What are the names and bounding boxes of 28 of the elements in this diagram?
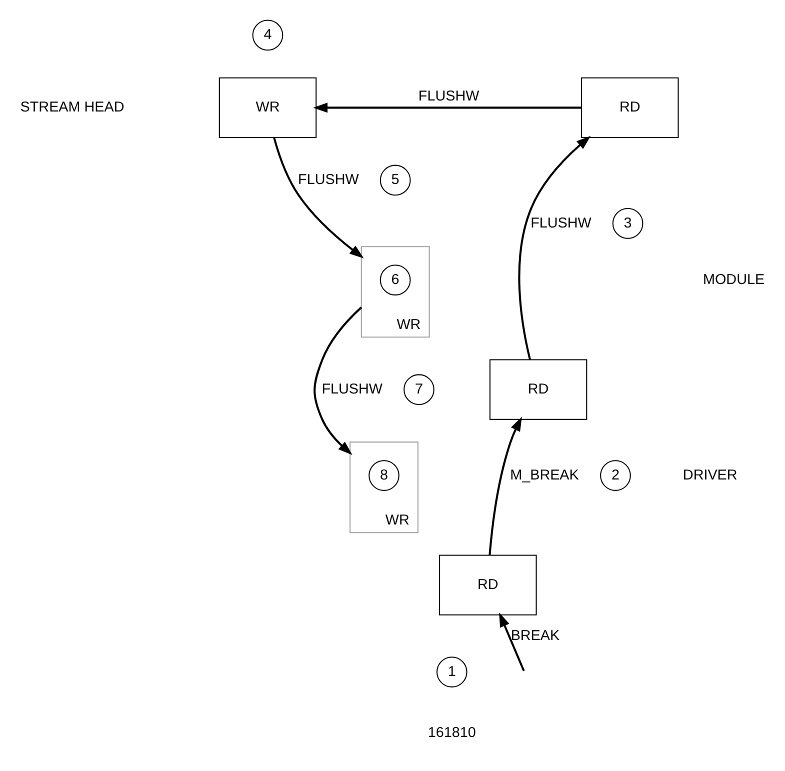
arrow	[498, 612, 524, 671]
edge-label: M_BREAK	[510, 466, 578, 483]
arrow	[312, 102, 581, 112]
node-box: RD	[438, 554, 536, 615]
arrow	[313, 306, 362, 454]
node-circle: 3	[612, 208, 643, 238]
label: DRIVER	[682, 466, 737, 483]
node-circle: 6	[379, 264, 410, 295]
node-circle: 5	[379, 164, 410, 196]
node-circle: 7	[403, 374, 434, 405]
edge-label: FLUSHW	[298, 172, 358, 188]
node-circle: 1	[436, 656, 467, 687]
edge-label: FLUSHW	[530, 214, 591, 231]
node-box: RD	[488, 358, 587, 420]
node-circle: 4	[252, 19, 283, 50]
label: 161810	[427, 724, 476, 741]
node-box: WR	[218, 76, 316, 138]
label: MODULE	[702, 271, 764, 288]
edge-label: BREAK	[510, 627, 560, 644]
edge-label: FLUSHW	[321, 380, 382, 397]
arrow	[272, 136, 364, 258]
label: STREAM HEAD	[20, 99, 124, 116]
arrow	[488, 416, 522, 555]
node-circle: 8	[368, 460, 399, 490]
arrow	[518, 135, 590, 360]
edge-label: FLUSHW	[418, 88, 479, 104]
node-box: RD	[580, 76, 678, 138]
node-circle: 2	[600, 460, 630, 490]
